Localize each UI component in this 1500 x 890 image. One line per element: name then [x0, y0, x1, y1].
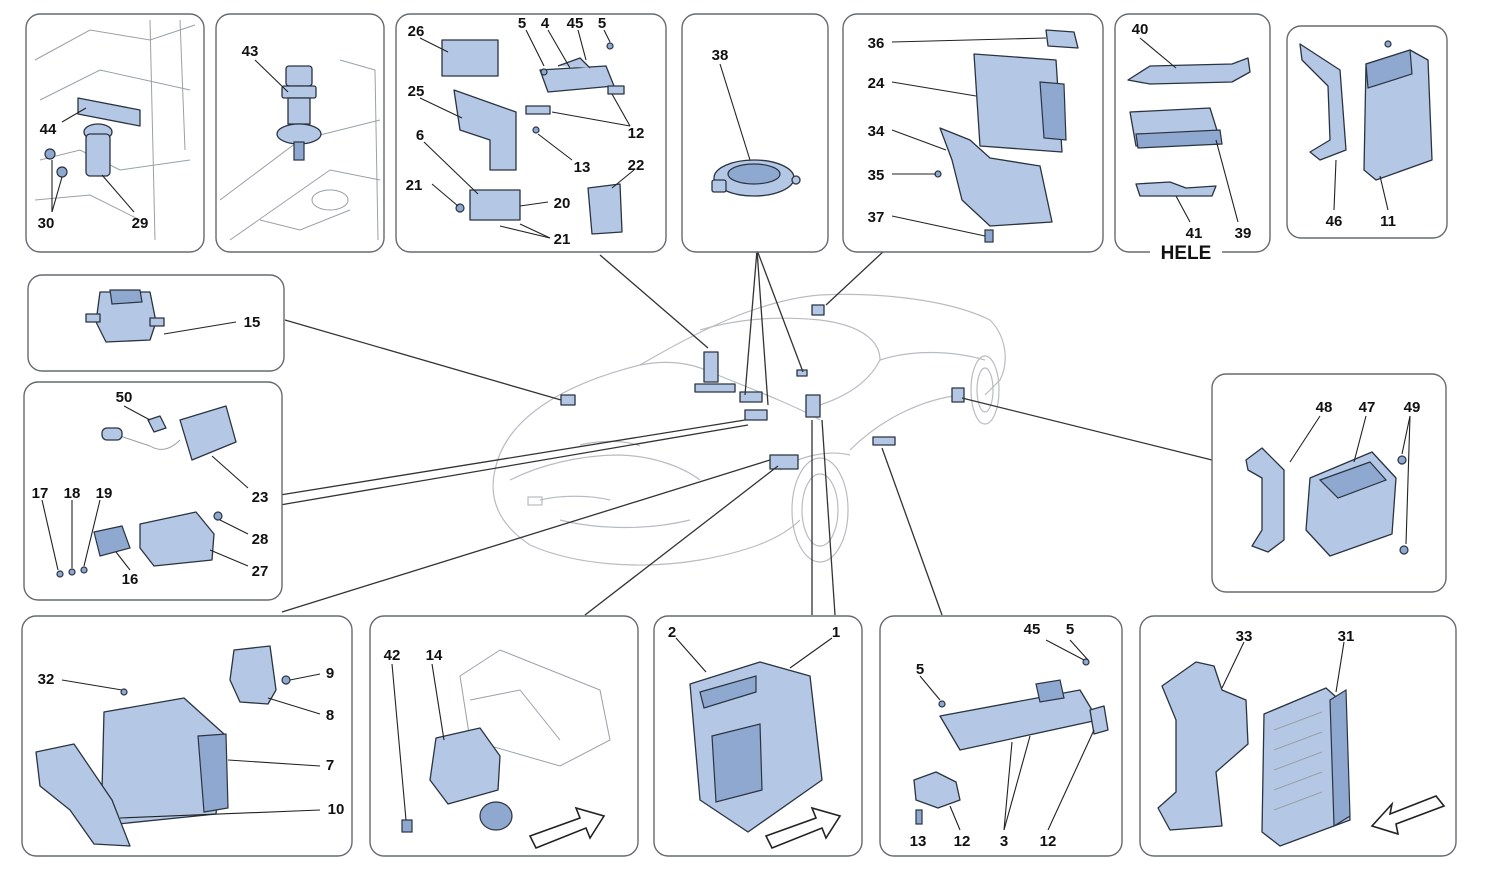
callout-30: 30 — [38, 215, 55, 232]
callout-13: 13 — [574, 159, 591, 176]
car-outline — [492, 293, 1006, 566]
callout-16: 16 — [122, 571, 139, 588]
callout-21: 21 — [406, 177, 423, 194]
callout-33: 33 — [1236, 628, 1253, 645]
panel-14: 45 5 5 13 12 3 12 — [879, 615, 1123, 857]
direction-arrow — [528, 806, 606, 850]
callout-44: 44 — [40, 121, 57, 138]
panel-15: 33 31 — [1139, 615, 1457, 857]
callout-45: 45 — [567, 15, 584, 32]
callout-35: 35 — [868, 167, 885, 184]
panel-5: 36 24 34 35 37 — [842, 13, 1104, 253]
connector-lines — [279, 249, 1213, 616]
callout-22: 22 — [628, 157, 645, 174]
panel-12: 42 14 — [369, 615, 639, 857]
callout-38: 38 — [712, 47, 729, 64]
panel-1: 44 30 29 — [25, 13, 205, 253]
callout-3: 3 — [1000, 833, 1008, 850]
callout-17: 17 — [32, 485, 49, 502]
car-mounted-parts — [560, 304, 965, 470]
callout-9: 9 — [326, 665, 334, 682]
market-tag: HELE — [1161, 243, 1212, 264]
callout-12: 12 — [954, 833, 971, 850]
callout-29: 29 — [132, 215, 149, 232]
callout-5: 5 — [916, 661, 924, 678]
callout-27: 27 — [252, 563, 269, 580]
panel-7: 46 11 — [1286, 25, 1448, 239]
callout-6: 6 — [416, 127, 424, 144]
callout-28: 28 — [252, 531, 269, 548]
panel-2: 43 — [215, 13, 385, 253]
callout-25: 25 — [408, 83, 425, 100]
callout-41: 41 — [1186, 225, 1203, 242]
callout-49: 49 — [1404, 399, 1421, 416]
callout-26: 26 — [408, 23, 425, 40]
callout-42: 42 — [384, 647, 401, 664]
callout-13: 13 — [910, 833, 927, 850]
callout-10: 10 — [328, 801, 345, 818]
callout-23: 23 — [252, 489, 269, 506]
callout-43: 43 — [242, 43, 259, 60]
callout-19: 19 — [96, 485, 113, 502]
direction-arrow — [764, 806, 842, 850]
callout-5: 5 — [598, 15, 606, 32]
panel-4: 38 — [681, 13, 829, 253]
panel-3: 26 25 6 21 5 4 45 5 12 13 22 20 21 — [395, 13, 667, 253]
callout-32: 32 — [38, 671, 55, 688]
callout-36: 36 — [868, 35, 885, 52]
callout-11: 11 — [1380, 213, 1396, 230]
callout-50: 50 — [116, 389, 133, 406]
panel-2-background-sketch — [219, 59, 381, 241]
panel-6: 40 41 39 HELE — [1114, 13, 1271, 264]
callout-24: 24 — [868, 75, 885, 92]
callout-12: 12 — [1040, 833, 1057, 850]
callout-5: 5 — [518, 15, 526, 32]
callout-2: 2 — [668, 624, 676, 641]
callout-12: 12 — [628, 125, 645, 142]
callout-8: 8 — [326, 707, 334, 724]
callout-1: 1 — [832, 624, 840, 641]
callout-47: 47 — [1359, 399, 1376, 416]
callout-34: 34 — [868, 123, 885, 140]
callout-4: 4 — [541, 15, 550, 32]
callout-7: 7 — [326, 757, 334, 774]
callout-15: 15 — [244, 314, 261, 331]
panel-8: 15 — [27, 274, 285, 372]
callout-20: 20 — [554, 195, 571, 212]
callout-18: 18 — [64, 485, 81, 502]
panel-10: 48 47 49 — [1211, 373, 1447, 593]
callout-21: 21 — [554, 231, 571, 248]
callout-37: 37 — [868, 209, 885, 226]
panel-11: 32 9 8 7 10 — [21, 615, 353, 857]
panel-9: 50 23 17 18 19 28 27 16 — [23, 381, 283, 601]
callout-31: 31 — [1338, 628, 1355, 645]
callout-45: 45 — [1024, 621, 1041, 638]
callout-5: 5 — [1066, 621, 1074, 638]
callout-40: 40 — [1132, 21, 1149, 38]
callout-46: 46 — [1326, 213, 1343, 230]
callout-48: 48 — [1316, 399, 1333, 416]
panel-13: 2 1 — [653, 615, 863, 857]
callout-39: 39 — [1235, 225, 1252, 242]
callout-14: 14 — [426, 647, 443, 664]
direction-arrow — [1370, 795, 1446, 836]
